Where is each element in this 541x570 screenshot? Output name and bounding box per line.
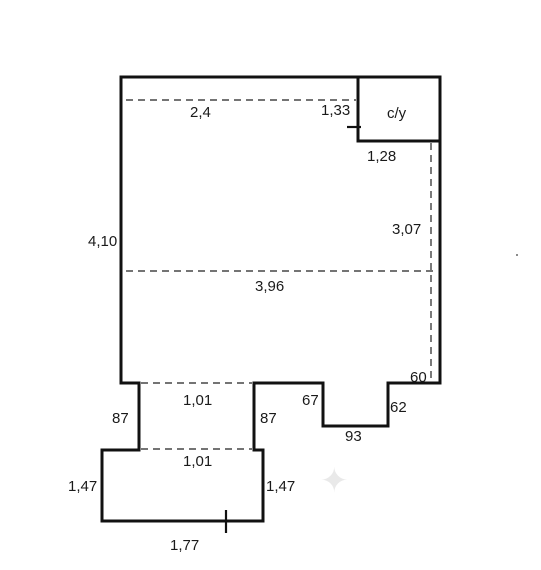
dim-lower-right: 1,47: [266, 478, 295, 495]
dim-bathroom-wall: 1,33: [321, 102, 350, 119]
dim-corridor-top: 1,01: [183, 392, 212, 409]
lower-room-walls: [100, 448, 265, 523]
dim-corridor-right: 87: [260, 410, 277, 427]
dim-bottom-width: 1,77: [170, 537, 199, 554]
dim-notch-right-depth: 62: [390, 399, 407, 416]
dim-corridor-bottom: 1,01: [183, 453, 212, 470]
outer-walls: [119, 75, 442, 452]
dim-top-width: 2,4: [190, 104, 211, 121]
dim-lower-left: 1,47: [68, 478, 97, 495]
dim-right-notch: 60: [410, 369, 427, 386]
dim-corridor-left: 87: [112, 410, 129, 427]
dot-mark: [516, 254, 518, 256]
dim-notch-left-depth: 67: [302, 392, 319, 409]
watermark-logo: ✦: [320, 462, 349, 500]
dim-left-height: 4,10: [88, 233, 117, 250]
bathroom-label: с/у: [387, 105, 407, 122]
dim-notch-width: 93: [345, 428, 362, 445]
dim-room-width: 3,96: [255, 278, 284, 295]
dim-right-height: 3,07: [392, 221, 421, 238]
bathroom-walls: [356, 75, 442, 143]
dim-bathroom-width: 1,28: [367, 148, 396, 165]
